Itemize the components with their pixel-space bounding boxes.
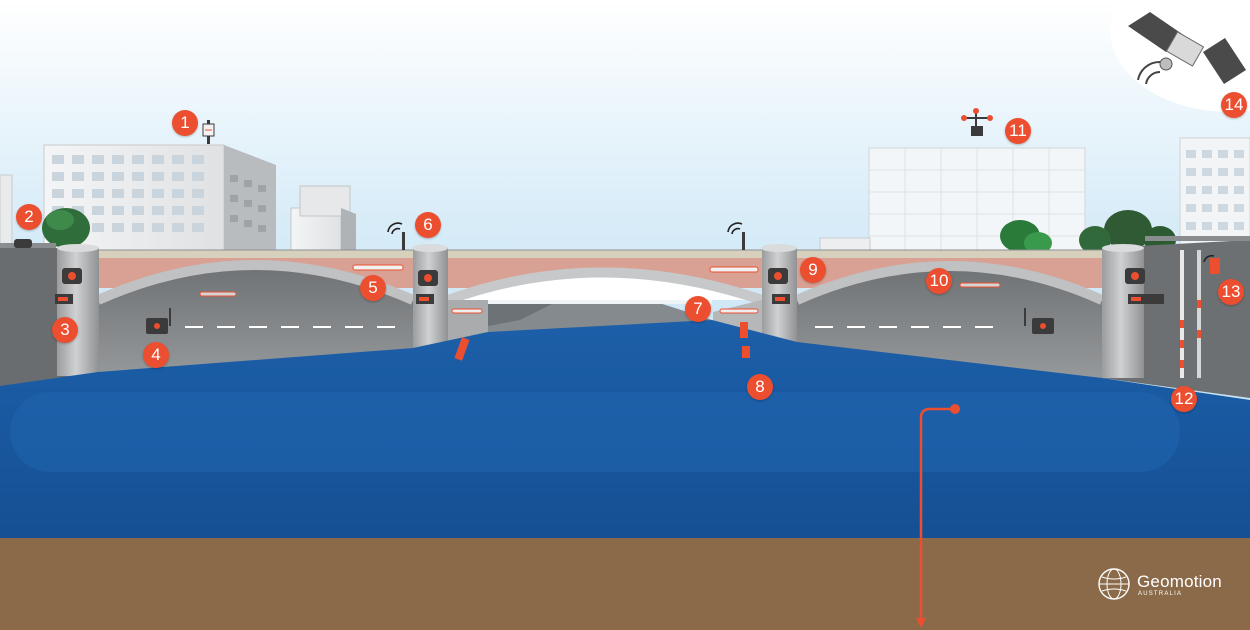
marker-14[interactable]: 14 — [1221, 92, 1247, 118]
logo-name: Geomotion — [1137, 572, 1222, 591]
satellite-bubble — [1110, 0, 1250, 112]
camera-sensor-icon — [62, 268, 1145, 286]
marker-10[interactable]: 10 — [926, 268, 952, 294]
marker-1[interactable]: 1 — [172, 110, 198, 136]
tiltmeter-icon — [55, 294, 1164, 304]
marker-6[interactable]: 6 — [415, 212, 441, 238]
geomotion-logo: Geomotion AUSTRALIA — [1098, 566, 1228, 604]
cctv-camera-icon — [14, 239, 32, 248]
marker-4[interactable]: 4 — [143, 342, 169, 368]
piezometer-icon — [1180, 250, 1220, 378]
globe-logo-icon — [1098, 568, 1130, 600]
marker-2[interactable]: 2 — [16, 204, 42, 230]
marker-5[interactable]: 5 — [360, 275, 386, 301]
soil-layer — [0, 538, 1250, 630]
wireless-signal-icon — [387, 222, 1215, 263]
strain-gauge-icon — [454, 322, 750, 361]
marker-13[interactable]: 13 — [1218, 279, 1244, 305]
weather-station-icon — [961, 108, 993, 136]
river — [0, 320, 1250, 540]
marker-7[interactable]: 7 — [685, 296, 711, 322]
marker-11[interactable]: 11 — [1005, 118, 1031, 144]
borehole-probe — [916, 404, 960, 628]
sensors — [14, 108, 1220, 378]
marker-3[interactable]: 3 — [52, 317, 78, 343]
logo-subtitle: AUSTRALIA — [1138, 591, 1183, 597]
data-logger-icon — [146, 308, 1054, 334]
tilt-pole-icon — [202, 120, 745, 250]
satellite-icon — [1128, 12, 1246, 85]
crack-meter-icon — [199, 264, 1001, 314]
marker-9[interactable]: 9 — [800, 257, 826, 283]
marker-8[interactable]: 8 — [747, 374, 773, 400]
marker-12[interactable]: 12 — [1171, 386, 1197, 412]
